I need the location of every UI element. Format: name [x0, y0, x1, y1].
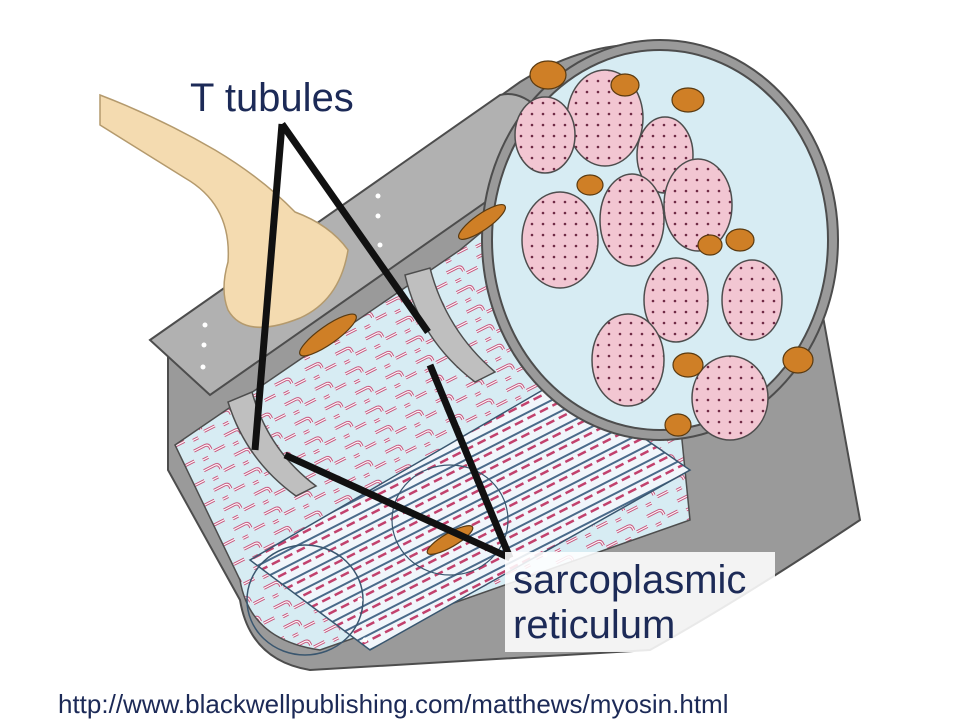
myofibril-cross-sections	[514, 69, 783, 441]
sarcoplasmic-label-line2: reticulum	[513, 602, 676, 647]
mitochondria	[529, 60, 814, 437]
source-url[interactable]: http://www.blackwellpublishing.com/matth…	[58, 689, 729, 719]
nerve-terminal	[99, 93, 349, 329]
myofibril-cylinder	[246, 379, 692, 656]
cross-section-end	[481, 39, 839, 441]
t-tubule-collar-left	[227, 390, 318, 497]
sarcoplasmic-label-line1: sarcoplasmic	[513, 558, 747, 602]
sarcoplasmic-reticulum-label: sarcoplasmic reticulum	[505, 552, 775, 652]
t-tubules-label: T tubules	[190, 76, 354, 120]
leader-lines	[251, 121, 514, 562]
